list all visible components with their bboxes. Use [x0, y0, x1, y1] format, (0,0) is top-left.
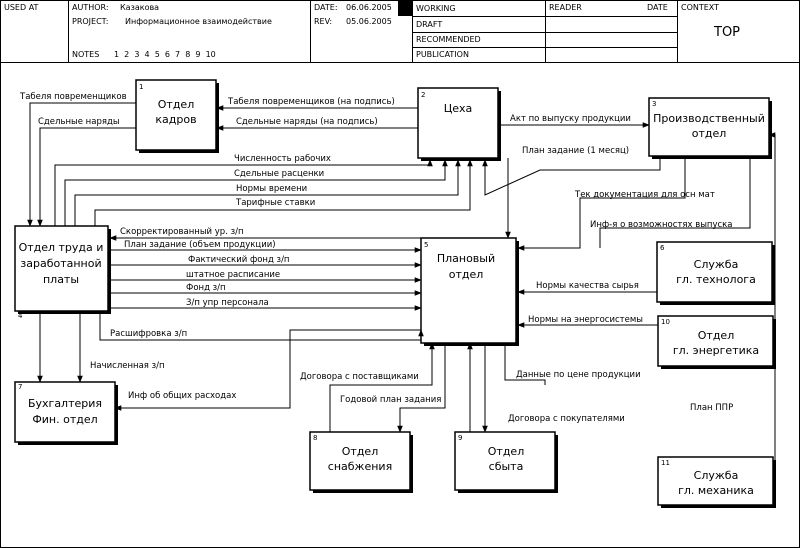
box-title-line: Отдел труда и — [19, 241, 104, 254]
flow-label: План задание (1 месяц) — [522, 146, 629, 156]
flow-label: План ППР — [690, 403, 733, 413]
project-label: PROJECT: — [72, 17, 108, 26]
flow-label: Акт по выпуску продукции — [510, 114, 631, 124]
box-number: 3 — [652, 100, 656, 108]
box-title-line: гл. технолога — [676, 273, 756, 286]
flow-label: Табеля повременщиков (на подпись) — [227, 97, 395, 107]
box-plan: 5 Плановый отдел — [420, 237, 519, 346]
flow-label: Нормы на энергосистемы — [528, 315, 643, 325]
flow-label: Данные по цене продукции — [516, 370, 641, 380]
flow-label: Инф-я о возможностях выпуска — [590, 220, 733, 230]
flow-label: Тек документация для осн мат — [574, 190, 715, 200]
box-title-line: отдел — [692, 127, 727, 140]
status-publication: PUBLICATION — [416, 50, 469, 59]
notes-numbers: 1 2 3 4 5 6 7 8 9 10 — [114, 50, 216, 59]
used-at-label: USED AT — [4, 3, 39, 12]
flow-label: Сдельные наряды (на подпись) — [236, 117, 378, 127]
box-energ: 10 Отдел гл. энергетика — [657, 315, 776, 369]
date-col-label: DATE — [647, 3, 668, 12]
box-number: 4 — [18, 312, 23, 320]
project-value: Информационное взаимодействие — [125, 17, 272, 26]
box-title-line: кадров — [155, 113, 196, 126]
box-title-line: Цеха — [444, 102, 473, 115]
author-label: AUTHOR: — [72, 3, 109, 12]
rev-label: REV: — [314, 17, 332, 26]
box-title-line: Фин. отдел — [32, 413, 97, 426]
author-value: Казакова — [120, 3, 159, 12]
status-working-marker — [398, 1, 412, 16]
box-trud: 4 Отдел труда и заработанной платы — [14, 225, 111, 320]
flow-label: Численность рабочих — [234, 154, 331, 164]
status-recommended: RECOMMENDED — [416, 35, 481, 44]
box-title-line: Отдел — [488, 445, 524, 458]
status-draft: DRAFT — [416, 20, 442, 29]
flow-label: Инф об общих расходах — [128, 391, 236, 401]
box-kadry: 1 Отдел кадров — [135, 79, 219, 153]
box-snab: 8 Отдел снабжения — [309, 431, 413, 493]
reader-label: READER — [549, 3, 582, 12]
context-label: CONTEXT — [681, 3, 719, 12]
date-value: 06.06.2005 — [346, 3, 392, 12]
box-number: 7 — [18, 383, 22, 391]
box-number: 2 — [421, 91, 425, 99]
box-title-line: снабжения — [328, 460, 392, 473]
box-tseha: 2 Цеха — [417, 87, 501, 161]
box-number: 5 — [424, 241, 428, 249]
box-tekhnolog: 6 Служба гл. технолога — [656, 241, 775, 305]
flow-label: Договора с поставщиками — [300, 372, 419, 382]
flow-label: Табеля повременщиков — [19, 92, 127, 102]
box-title-line: платы — [43, 273, 79, 286]
box-title-line: Отдел — [698, 329, 734, 342]
context-value: TOP — [713, 25, 740, 40]
flow-label: штатное расписание — [186, 270, 280, 280]
box-title-line: заработанной — [20, 257, 101, 270]
box-number: 9 — [458, 434, 462, 442]
flow-label: Нормы времени — [236, 184, 307, 194]
box-title-line: сбыта — [489, 460, 524, 473]
box-title-line: Бухгалтерия — [28, 397, 102, 410]
notes-label: NOTES — [72, 50, 99, 59]
flow-label: Расшифровка з/п — [110, 329, 187, 339]
box-proizv: 3 Производственный отдел — [648, 97, 772, 159]
flow-label: Сдельные расценки — [234, 169, 324, 179]
flow-label: Начисленная з/п — [90, 361, 165, 371]
rev-value: 05.06.2005 — [346, 17, 392, 26]
box-title-line: Служба — [694, 258, 739, 271]
flow-label: Нормы качества сырья — [536, 281, 639, 291]
box-title-line: гл. механика — [678, 484, 754, 497]
box-title-line: Производственный — [653, 112, 765, 125]
flow-label: Годовой план задания — [340, 395, 441, 405]
box-number: 11 — [661, 459, 670, 467]
box-number: 8 — [313, 434, 317, 442]
box-title-line: гл. энергетика — [673, 344, 759, 357]
arrows — [27, 102, 776, 460]
box-title-line: Отдел — [158, 98, 194, 111]
box-mekh: 11 Служба гл. механика — [657, 456, 776, 508]
status-working: WORKING — [416, 4, 456, 13]
box-title-line: отдел — [449, 268, 484, 281]
flow-label: Фонд з/п — [186, 283, 226, 293]
flow-label: З/п упр персонала — [186, 298, 269, 308]
box-title-line: Отдел — [342, 445, 378, 458]
box-title-line: Служба — [694, 469, 739, 482]
flow-label: Скорректированный ур. з/п — [120, 227, 244, 237]
box-number: 6 — [660, 244, 665, 252]
box-sbyt: 9 Отдел сбыта — [454, 431, 558, 493]
flow-label: Сдельные наряды — [38, 117, 120, 127]
box-buh: 7 Бухгалтерия Фин. отдел — [14, 381, 118, 445]
box-number: 1 — [139, 83, 143, 91]
flow-label: Фактический фонд з/п — [188, 255, 290, 265]
flow-label: План задание (объем продукции) — [124, 240, 276, 250]
box-title-line: Плановый — [437, 252, 495, 265]
flow-label: Тарифные ставки — [235, 198, 315, 208]
box-number: 10 — [661, 318, 670, 326]
flow-label: Договора с покупателями — [508, 414, 625, 424]
date-label: DATE: — [314, 3, 338, 12]
